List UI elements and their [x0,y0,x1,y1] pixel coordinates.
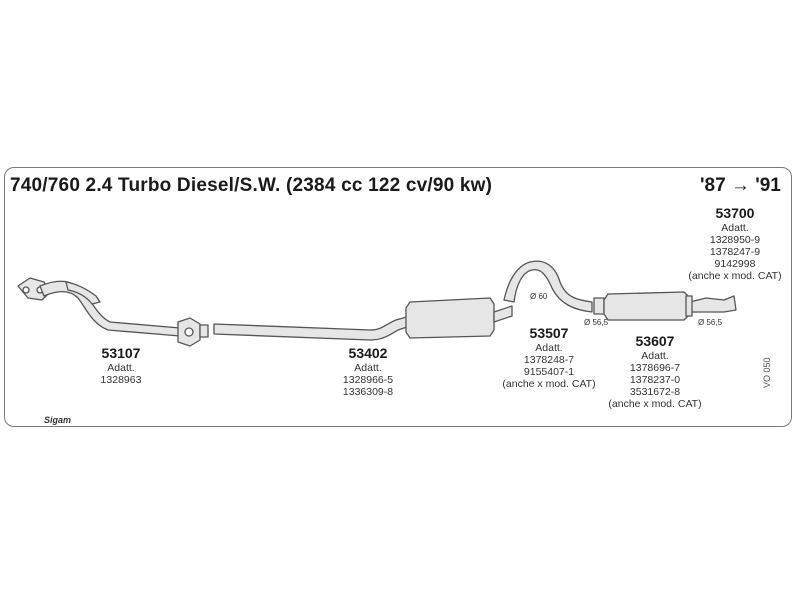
tail-pipe-53700 [689,295,737,313]
part-ref: (anche x mod. CAT) [688,270,782,282]
diameter-label: Ø 56,5 [698,318,723,327]
diameter-label: Ø 60 [530,292,548,301]
part-53107: 53107 Adatt. 1328963 [86,344,156,386]
part-ref: (anche x mod. CAT) [608,398,702,410]
tail-pipe-clamp [685,295,693,317]
front-pipe-53107 [39,280,181,337]
part-53607: 53607 Adatt. 1378696-7 1378237-0 3531672… [600,332,710,410]
joint-bolt [184,327,194,337]
silencer-outlet [493,305,513,323]
part-ref: 1378237-0 [629,374,681,386]
part-code: 53607 [635,333,675,349]
part-ref: 1378248-7 [523,354,575,366]
part-ref: 3531672-8 [629,386,681,398]
part-ref: 1328963 [100,374,142,386]
diameter-label: Ø 56,5 [584,318,609,327]
front-pipe-branch [65,281,101,305]
rear-silencer-53607 [603,291,691,321]
middle-silencer [405,297,495,339]
part-ref: 9142998 [714,258,756,270]
diagram-code: VO 050 [762,357,772,388]
part-ref: 9155407-1 [523,366,575,378]
part-53402: 53402 Adatt. 1328966-5 1336309-8 [328,344,408,398]
part-label: Adatt. [535,342,563,354]
part-label: Adatt. [641,350,669,362]
year-range: '87 → '91 [700,175,781,196]
part-53507: 53507 Adatt. 1378248-7 9155407-1 (anche … [494,324,604,390]
part-ref: 1378696-7 [629,362,681,374]
part-ref: 1378247-9 [709,246,761,258]
part-label: Adatt. [354,362,382,374]
flange-hole [22,286,30,294]
part-code: 53507 [529,325,569,341]
rear-pipe-53507 [503,260,593,313]
part-ref: 1336309-8 [342,386,394,398]
part-ref: 1328966-5 [342,374,394,386]
part-code: 53107 [101,345,141,361]
part-53700: 53700 Adatt. 1328950-9 1378247-9 9142998… [680,204,790,282]
part-ref: 1328950-9 [709,234,761,246]
part-code: 53700 [715,205,755,221]
joint-stub [199,324,209,338]
diagram-title: 740/760 2.4 Turbo Diesel/S.W. (2384 cc 1… [10,175,493,196]
part-label: Adatt. [721,222,749,234]
part-code: 53402 [348,345,388,361]
brand-logo: Sigam [44,415,72,425]
part-ref: (anche x mod. CAT) [502,378,596,390]
part-label: Adatt. [107,362,135,374]
intermediate-pipe-53402 [213,315,411,341]
connector-sleeve [593,297,605,315]
